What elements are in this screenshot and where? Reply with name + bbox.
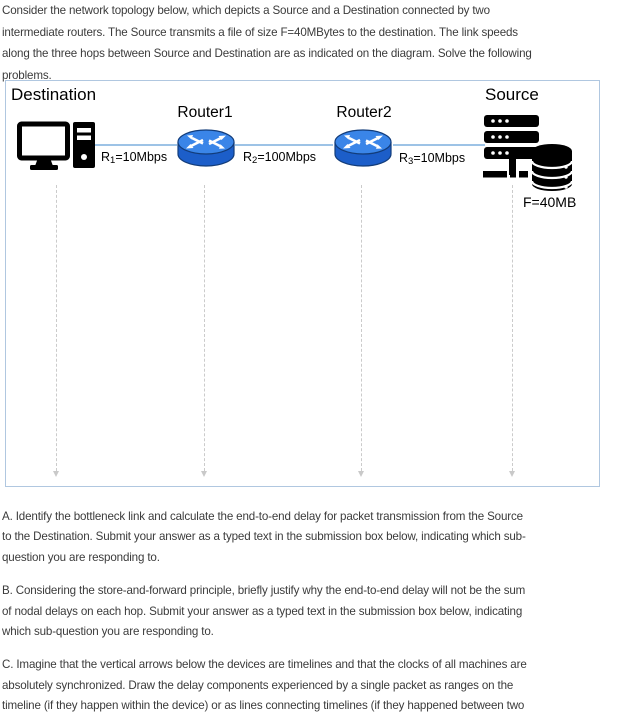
link-label-r3: R3=10Mbps	[399, 151, 465, 167]
router2-label: Router2	[336, 104, 392, 121]
link-label-r2: R2=100Mbps	[243, 150, 316, 166]
link-r3-symbol: R	[399, 151, 409, 165]
router-icon	[334, 129, 392, 167]
link-line-2	[235, 144, 333, 146]
timeline-arrowhead-router1	[201, 471, 207, 477]
topology-diagram: Destination Source Router1 Router2 R1=10…	[5, 80, 600, 487]
link-r3-subscript: 3	[408, 156, 414, 167]
router1-label: Router1	[177, 104, 233, 121]
file-size-label: F=40MB	[523, 194, 577, 210]
link-r2-symbol: R	[243, 150, 253, 164]
destination-label: Destination	[11, 85, 97, 104]
link-label-r1: R1=10Mbps	[101, 150, 167, 166]
router-icon	[177, 129, 235, 167]
link-r2-subscript: 2	[252, 155, 258, 166]
link-r1-rate: =10Mbps	[115, 150, 168, 164]
desktop-computer-icon	[17, 121, 95, 170]
link-r2-rate: =100Mbps	[257, 150, 317, 164]
timeline-arrowhead-router2	[358, 471, 364, 477]
timeline-router1	[204, 185, 205, 471]
link-r1-subscript: 1	[110, 155, 116, 166]
link-line-3	[393, 144, 485, 146]
source-label: Source	[485, 85, 539, 104]
link-r3-rate: =10Mbps	[413, 151, 466, 165]
timeline-destination	[56, 185, 57, 471]
question-b: B. Considering the store-and-forward pri…	[2, 584, 526, 639]
server-database-icon	[483, 115, 573, 191]
intro-paragraph: Consider the network topology below, whi…	[2, 4, 532, 83]
link-r1-symbol: R	[101, 150, 111, 164]
question-c: C. Imagine that the vertical arrows belo…	[2, 658, 527, 713]
timeline-router2	[361, 185, 362, 471]
timeline-source	[512, 185, 513, 471]
questions-block: A. Identify the bottleneck link and calc…	[2, 494, 638, 715]
timeline-arrowhead-source	[509, 471, 515, 477]
timeline-arrowhead-destination	[53, 471, 59, 477]
link-line-1	[95, 144, 177, 146]
question-a: A. Identify the bottleneck link and calc…	[2, 510, 526, 564]
